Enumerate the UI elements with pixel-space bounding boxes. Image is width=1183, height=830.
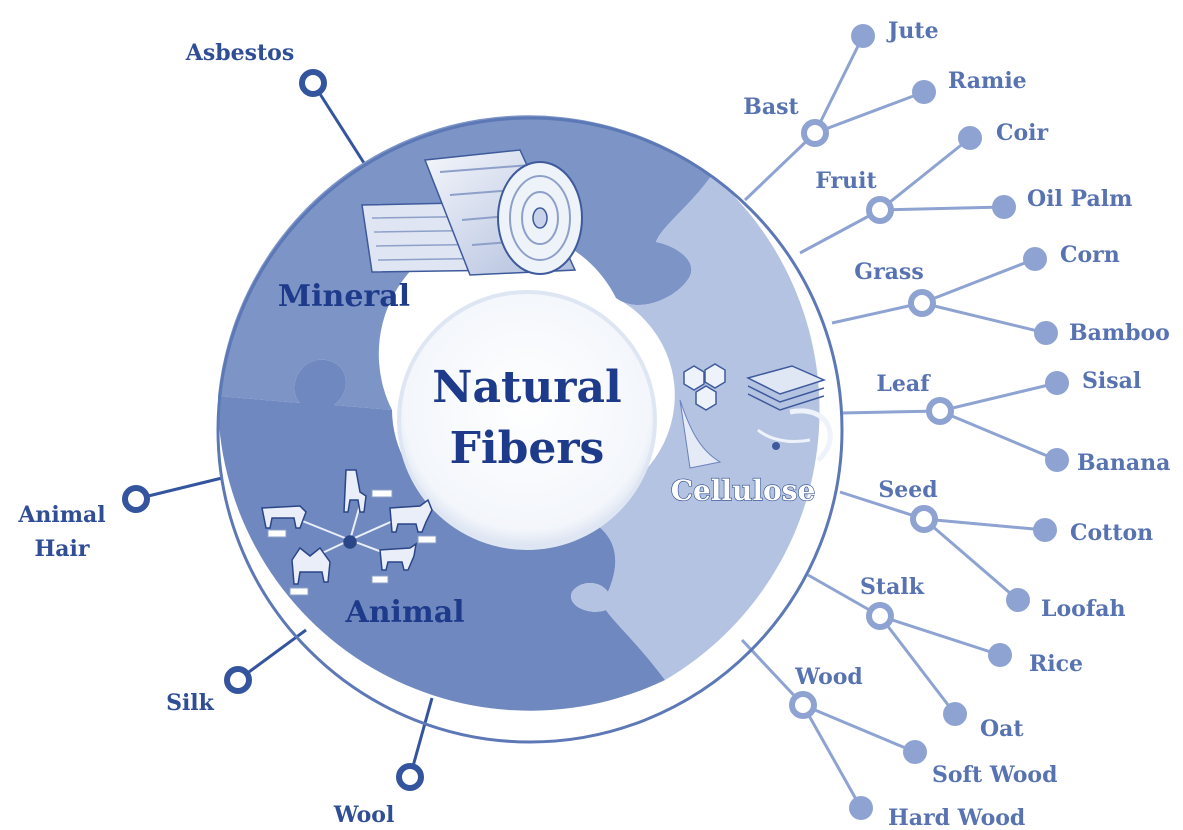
label-wool: Wool [333, 802, 395, 828]
silk-node[interactable] [227, 669, 249, 691]
label-stalk: Stalk [860, 574, 925, 600]
segment-label-animal: Animal [344, 595, 464, 630]
label-corn: Corn [1060, 242, 1120, 268]
label-cotton: Cotton [1070, 520, 1153, 546]
ramie-dot[interactable] [912, 80, 936, 104]
wood-node[interactable] [792, 694, 814, 716]
jute-dot[interactable] [851, 24, 875, 48]
rice-dot[interactable] [988, 643, 1012, 667]
label-grass: Grass [854, 259, 923, 285]
oat-dot[interactable] [943, 702, 967, 726]
label-asbestos: Asbestos [185, 40, 294, 66]
corn-dot[interactable] [1023, 247, 1047, 271]
segment-label-cellulose: Cellulose [671, 474, 816, 507]
label-banana: Banana [1077, 450, 1170, 476]
sisal-dot[interactable] [1045, 371, 1069, 395]
cotton-dot[interactable] [1033, 518, 1057, 542]
label-oat: Oat [980, 716, 1024, 742]
grass-node[interactable] [911, 292, 933, 314]
fruit-node[interactable] [869, 199, 891, 221]
label-silk: Silk [166, 690, 215, 716]
label-coir: Coir [996, 120, 1049, 146]
coir-dot[interactable] [958, 126, 982, 150]
label-ramie: Ramie [948, 68, 1027, 94]
banana-dot[interactable] [1045, 448, 1069, 472]
label-leaf: Leaf [876, 371, 931, 397]
asbestos-node[interactable] [302, 72, 324, 94]
label-bast: Bast [743, 94, 799, 120]
bamboo-dot[interactable] [1034, 321, 1058, 345]
loofah-dot[interactable] [1006, 588, 1030, 612]
label-animal-hair-line1: Animal [17, 502, 105, 528]
center-circle [399, 292, 655, 548]
label-rice: Rice [1029, 651, 1083, 677]
animal-hair-node[interactable] [125, 488, 147, 510]
leaf-node[interactable] [929, 400, 951, 422]
hard-wood-dot[interactable] [849, 796, 873, 820]
segment-label-mineral: Mineral [278, 279, 410, 314]
bast-node[interactable] [804, 122, 826, 144]
label-jute: Jute [886, 18, 939, 44]
label-bamboo: Bamboo [1069, 320, 1170, 346]
center-title-line2: Fibers [450, 423, 605, 474]
soft-wood-dot[interactable] [903, 740, 927, 764]
center-title-line1: Natural [432, 362, 621, 413]
stalk-node[interactable] [869, 605, 891, 627]
label-sisal: Sisal [1082, 368, 1141, 394]
label-fruit: Fruit [815, 168, 877, 194]
label-hard-wood: Hard Wood [888, 805, 1025, 830]
label-soft-wood: Soft Wood [932, 762, 1058, 788]
wool-node[interactable] [399, 766, 421, 788]
label-animal-hair-line2: Hair [35, 536, 90, 562]
seed-node[interactable] [913, 508, 935, 530]
label-loofah: Loofah [1041, 596, 1126, 622]
label-wood: Wood [794, 664, 863, 690]
oil-palm-dot[interactable] [992, 195, 1016, 219]
label-seed: Seed [878, 477, 937, 503]
label-oil-palm: Oil Palm [1027, 186, 1132, 212]
